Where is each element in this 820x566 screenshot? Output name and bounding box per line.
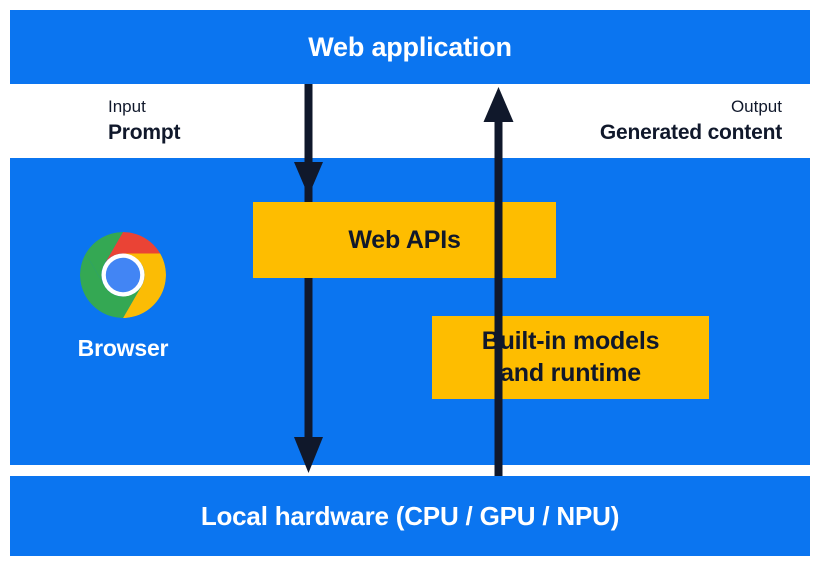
input-label-group: Input Prompt [108,96,181,146]
band-web-application-label: Web application [308,32,512,62]
box-builtin-models-label: Built-in models and runtime [472,326,670,389]
band-local-hardware-label: Local hardware (CPU / GPU / NPU) [200,501,620,531]
browser-group: Browser [62,232,184,362]
output-label-group: Output Generated content [600,96,782,146]
box-builtin-models[interactable]: Built-in models and runtime [432,316,709,399]
box-web-apis-label: Web APIs [348,225,461,254]
output-kind-label: Output [730,97,782,116]
input-kind-label: Input [108,97,146,116]
band-local-hardware: Local hardware (CPU / GPU / NPU) [10,476,810,556]
box-web-apis[interactable]: Web APIs [253,202,556,278]
output-value-label: Generated content [599,120,782,144]
box-builtin-models-line2: and runtime [500,358,641,387]
upward-arrow-head [483,87,514,122]
box-builtin-models-line1: Built-in models [481,327,660,356]
band-web-application: Web application [10,10,810,84]
chrome-logo-icon [80,232,166,318]
browser-caption-label: Browser [77,335,169,361]
input-value-label: Prompt [108,120,181,144]
